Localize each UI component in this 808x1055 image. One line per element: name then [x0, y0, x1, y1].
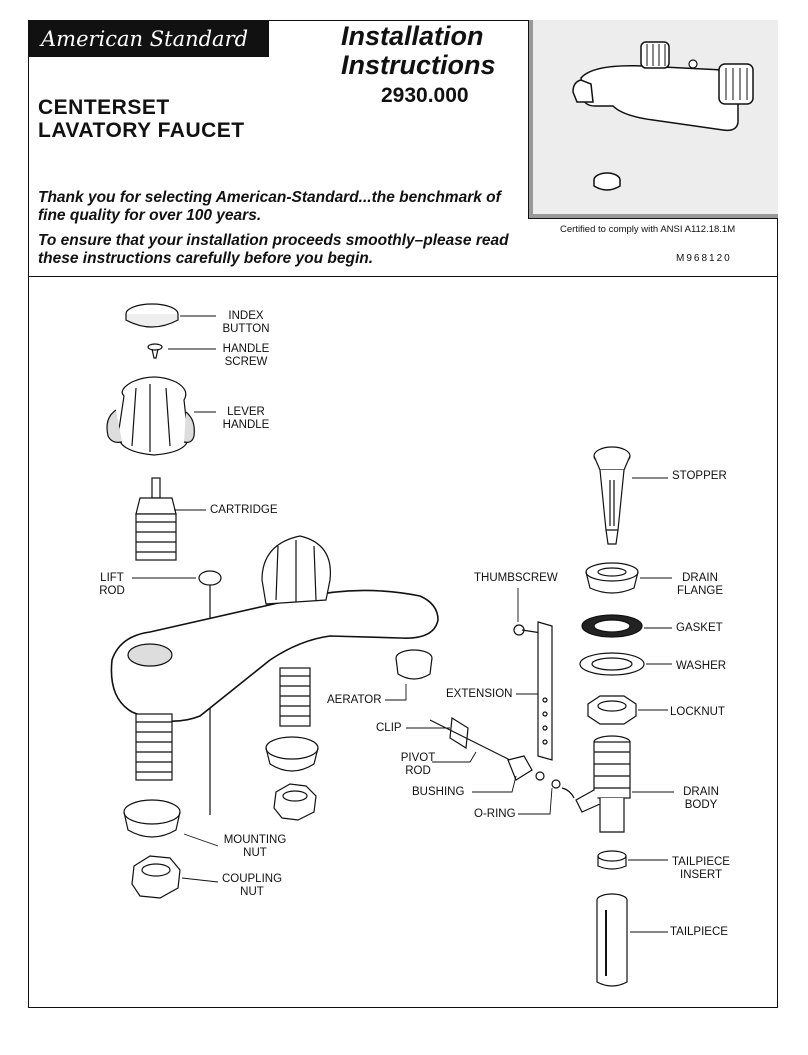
label-bushing: BUSHING [412, 786, 465, 798]
gasket-shape [581, 614, 643, 638]
label-locknut: LOCKNUT [670, 706, 725, 718]
doc-title-line2: Instructions [341, 50, 496, 80]
leader-lines [132, 315, 674, 933]
index-button-shape [125, 303, 179, 328]
handle-screw-shape [147, 343, 163, 359]
drain-body-shape [575, 735, 631, 833]
drain-flange-shape [585, 562, 639, 594]
document-code: M968120 [676, 253, 732, 264]
brand-logo: American Standard [29, 21, 269, 57]
product-name: CENTERSET LAVATORY FAUCET [38, 96, 245, 142]
faucet-photo [528, 20, 778, 219]
cartridge-shape [135, 477, 177, 561]
label-clip: CLIP [376, 722, 402, 734]
label-extension: EXTENSION [446, 688, 513, 700]
certification-note: Certified to comply with ANSI A112.18.1M [560, 224, 736, 235]
pivot-rod-assembly [429, 716, 575, 799]
faucet-photo-illustration [572, 41, 754, 191]
label-aerator: AERATOR [327, 694, 382, 706]
faucet-body-shape [110, 535, 439, 781]
lever-handle-shape [106, 376, 195, 456]
label-washer: WASHER [676, 660, 727, 672]
model-number: 2930.000 [381, 84, 469, 107]
doc-title: Installation Instructions [341, 22, 496, 80]
extension-shape [513, 621, 553, 761]
brand-name: American Standard [41, 27, 249, 51]
doc-title-line1: Installation [341, 21, 484, 51]
product-line2: LAVATORY FAUCET [38, 119, 245, 142]
label-o-ring: O-RING [474, 808, 516, 820]
tailpiece-shape [596, 893, 628, 987]
intro-thanks: Thank you for selecting American-Standar… [38, 189, 501, 224]
washer-shape [579, 652, 645, 676]
label-thumbscrew: THUMBSCREW [474, 572, 558, 584]
mounting-nut-shapes [123, 736, 319, 838]
label-cartridge: CARTRIDGE [210, 504, 278, 516]
header-divider [28, 276, 778, 277]
aerator-shape [395, 649, 433, 680]
label-tailpiece: TAILPIECE [670, 926, 728, 938]
tailpiece-insert-shape [597, 850, 627, 870]
label-stopper: STOPPER [672, 470, 727, 482]
intro-read-carefully: To ensure that your installation proceed… [38, 232, 509, 267]
coupling-nut-shapes [131, 783, 317, 899]
label-gasket: GASKET [676, 622, 723, 634]
locknut-shape [587, 695, 637, 725]
product-line1: CENTERSET [38, 96, 170, 119]
page-frame [28, 20, 778, 1008]
stopper-shape [593, 446, 631, 545]
